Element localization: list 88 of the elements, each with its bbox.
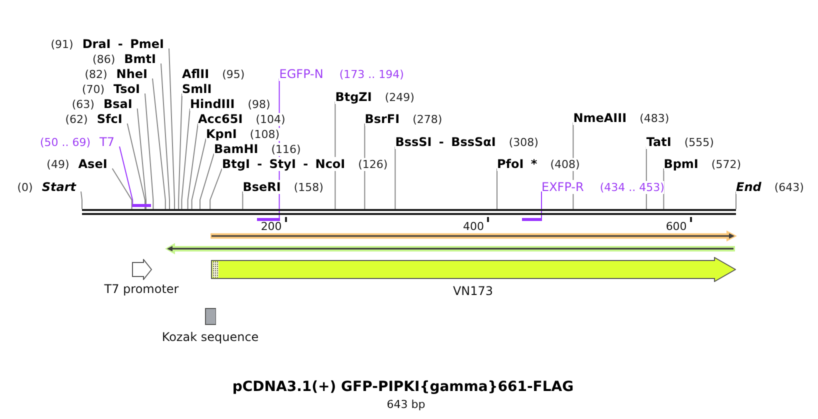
site-position: (116) bbox=[271, 142, 301, 156]
feature-box bbox=[204, 308, 216, 324]
site-position: (82) bbox=[84, 68, 108, 80]
leader-line bbox=[187, 123, 198, 210]
leader-line bbox=[334, 101, 336, 210]
site-position: (70) bbox=[82, 82, 105, 96]
enzyme-name: BtgI - StyI - NcoI bbox=[222, 156, 346, 170]
feature-label: T7 promoter bbox=[104, 282, 179, 297]
leader-line bbox=[160, 63, 170, 210]
site-position: (0) bbox=[17, 180, 33, 194]
enzyme-name: TsoI bbox=[114, 82, 140, 96]
enzyme-name: BpmI bbox=[664, 156, 698, 170]
site-position: (62) bbox=[65, 112, 88, 126]
primer-binding-bar bbox=[257, 218, 280, 220]
site-position: (86) bbox=[92, 52, 116, 66]
enzyme-name: AflII bbox=[182, 66, 210, 80]
enzyme-name: BssSI - BssSαI bbox=[395, 134, 496, 148]
site-position: (104) bbox=[256, 112, 286, 126]
leader-line bbox=[496, 168, 498, 210]
enzyme-name: NmeAIII bbox=[573, 110, 627, 124]
enzyme-name: Acc65I bbox=[198, 112, 243, 126]
enzyme-name: KpnI bbox=[206, 126, 237, 140]
enzyme-name: BsaI bbox=[103, 96, 132, 110]
leader-line bbox=[112, 168, 132, 210]
site-position: (249) bbox=[384, 90, 414, 104]
site-position: (408) bbox=[550, 158, 580, 170]
site-position: (63) bbox=[72, 98, 94, 110]
enzyme-name: BseRI bbox=[242, 180, 281, 194]
leader-line bbox=[136, 108, 146, 210]
site-position: (95) bbox=[222, 68, 245, 80]
leader-line bbox=[210, 168, 222, 210]
enzyme-name: BsrFI bbox=[364, 112, 400, 126]
site-position: (572) bbox=[711, 158, 741, 170]
site-position: (91) bbox=[50, 38, 74, 50]
enzyme-name: TatI bbox=[646, 134, 672, 148]
leader-line bbox=[144, 93, 154, 210]
enzyme-name: SfcI bbox=[96, 112, 122, 126]
leader-line bbox=[178, 93, 182, 210]
leader-line bbox=[191, 138, 206, 210]
site-position: (278) bbox=[412, 112, 442, 126]
site-position: (643) bbox=[774, 180, 804, 194]
primer-range: (50 .. 69) bbox=[40, 136, 91, 148]
site-position: (483) bbox=[640, 112, 670, 124]
leader-line bbox=[126, 123, 146, 210]
tick-label: 200 bbox=[260, 220, 282, 232]
leader-line bbox=[394, 146, 396, 210]
primer-name: EXFP-R bbox=[542, 180, 584, 194]
primer-range: (434 .. 453) bbox=[600, 180, 664, 194]
leader-line bbox=[541, 191, 542, 218]
enzyme-name: DraI - PmeI bbox=[82, 36, 164, 50]
enzyme-name: NheI bbox=[116, 66, 148, 80]
site-position: (158) bbox=[294, 180, 324, 194]
enzyme-name: AseI bbox=[78, 156, 108, 170]
tick-label: 400 bbox=[463, 220, 484, 232]
site-position: (108) bbox=[250, 128, 280, 140]
diagram-title: pCDNA3.1(+) GFP-PIPKI{gamma}661-FLAG bbox=[232, 378, 574, 396]
primer-name: EGFP-N bbox=[279, 66, 324, 80]
primer-range: (173 .. 194) bbox=[339, 68, 404, 80]
site-position: (49) bbox=[46, 158, 70, 170]
site-position: (308) bbox=[508, 136, 538, 148]
leader-line bbox=[200, 153, 214, 210]
leader-line bbox=[181, 108, 190, 210]
enzyme-name: SmlI bbox=[182, 82, 212, 96]
feature-label: Kozak sequence bbox=[162, 330, 259, 345]
tick-label: 600 bbox=[666, 220, 687, 232]
site-position: (126) bbox=[358, 158, 388, 170]
dna-sequence-line bbox=[82, 209, 736, 215]
primer-binding-bar bbox=[522, 218, 542, 220]
enzyme-name: BmtI bbox=[124, 52, 156, 66]
caption: 643 bp bbox=[386, 398, 426, 410]
enzyme-name: PfoI * bbox=[497, 156, 538, 170]
site-position: (555) bbox=[684, 136, 714, 148]
enzyme-name: BamHI bbox=[214, 142, 258, 156]
primer-name: T7 bbox=[100, 134, 114, 148]
site-position: (98) bbox=[248, 98, 270, 110]
leader-line bbox=[242, 191, 244, 210]
enzyme-name: HindIII bbox=[190, 96, 235, 110]
feature-arrow bbox=[132, 258, 152, 280]
leader-line bbox=[152, 78, 166, 210]
feature-label: VN173 bbox=[452, 284, 494, 299]
feature-arrow bbox=[210, 256, 736, 282]
leader-line bbox=[119, 146, 134, 204]
enzyme-name: BtgZI bbox=[335, 90, 372, 104]
sequence-start-label: Start bbox=[42, 180, 76, 194]
leader-line bbox=[80, 191, 82, 210]
primer-binding-bar bbox=[132, 204, 152, 207]
leader-line bbox=[168, 48, 175, 210]
sequence-end-label: End bbox=[736, 180, 762, 194]
